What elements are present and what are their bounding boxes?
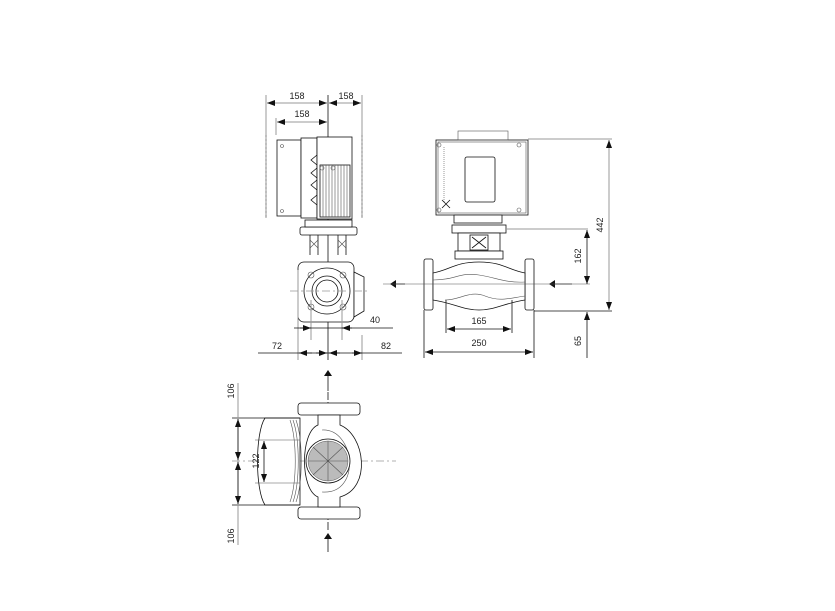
dim-side-base-left: 72 xyxy=(272,341,282,351)
side-view: 158 158 158 xyxy=(258,91,402,360)
dim-top-lower-clearance: 106 xyxy=(226,528,236,543)
dim-top-upper-clearance: 106 xyxy=(226,383,236,398)
dim-side-top-left: 158 xyxy=(289,91,304,101)
dim-front-port-to-port: 250 xyxy=(471,338,486,348)
dim-top-body-height: 122 xyxy=(251,453,261,468)
dim-front-inner-ports: 165 xyxy=(471,316,486,326)
dim-front-base-height: 65 xyxy=(573,336,583,346)
dim-side-base-right: 82 xyxy=(381,341,391,351)
front-view: 165 250 442 162 65 xyxy=(383,130,612,358)
dim-side-motor: 158 xyxy=(294,109,309,119)
dim-front-total-height: 442 xyxy=(595,217,605,232)
dim-side-top-right: 158 xyxy=(338,91,353,101)
top-view: 106 106 122 xyxy=(226,370,396,552)
dim-side-flange-offset: 40 xyxy=(370,315,380,325)
dim-front-shaft-height: 162 xyxy=(573,248,583,263)
